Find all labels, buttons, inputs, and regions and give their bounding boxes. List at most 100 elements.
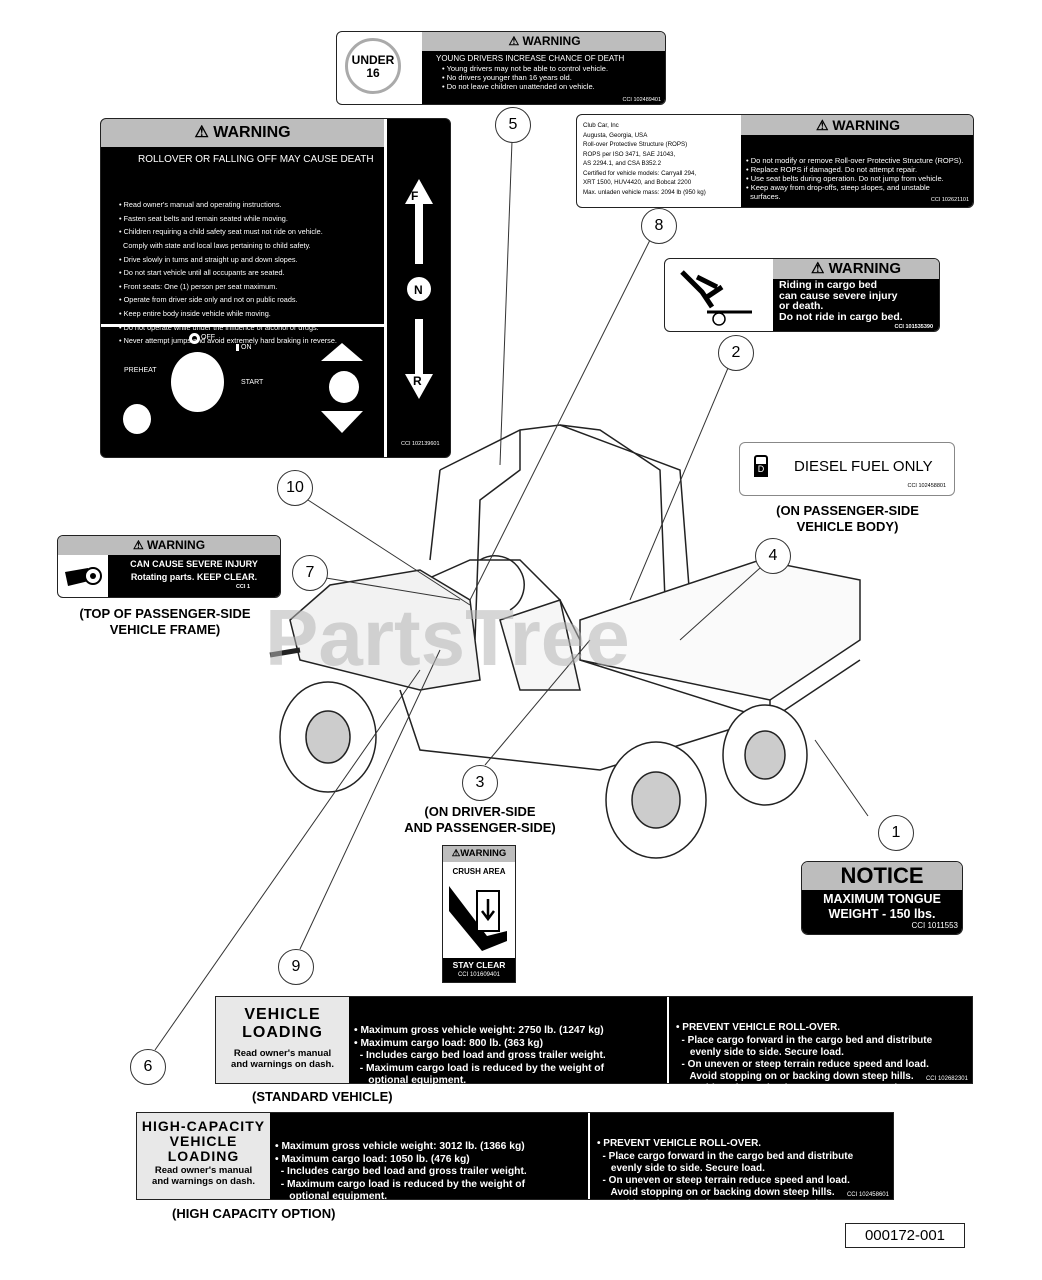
callout-2[interactable]: 2: [718, 335, 754, 371]
callout-4[interactable]: 4: [755, 538, 791, 574]
item: surfaces.: [746, 192, 781, 201]
title-line: HIGH-CAPACITY: [141, 1118, 266, 1134]
title-line: LOADING: [167, 1148, 240, 1164]
item: - Maximum cargo load is reduced by the w…: [275, 1178, 526, 1190]
notice-title: NOTICE: [802, 862, 962, 890]
preheat-button-hole: [123, 404, 151, 434]
info-line: Club Car, Inc: [583, 122, 619, 129]
callout-6[interactable]: 6: [130, 1049, 166, 1085]
part-code: CCI 102621101: [930, 197, 969, 203]
caption-line: VEHICLE BODY): [796, 519, 899, 534]
pump-letter: D: [756, 464, 766, 475]
info-line: ROPS per ISO 3471, SAE J1043,: [583, 150, 676, 158]
crush-title: CRUSH AREA: [452, 867, 506, 876]
item: • Maximum gross vehicle weight: 2750 lb.…: [354, 1025, 604, 1036]
key-switch-hole: [171, 352, 224, 412]
standard-specs: • Maximum gross vehicle weight: 2750 lb.…: [354, 1000, 646, 1125]
line: or death.: [779, 300, 824, 312]
line: Do not ride in cargo bed.: [779, 310, 903, 323]
line: can cause severe injury: [779, 289, 898, 302]
warning-header: ⚠ WARNING: [101, 119, 384, 147]
item: - Avoid top heavy loads. See owner's man…: [676, 1083, 900, 1095]
warning-header: ⚠ WARNING: [773, 259, 939, 279]
item: - Includes cargo bed load and gross trai…: [275, 1166, 527, 1177]
item: - Place cargo forward in the cargo bed a…: [676, 1034, 933, 1046]
rollover-dash-decal: ⚠ WARNING ROLLOVER OR FALLING OFF MAY CA…: [100, 118, 451, 458]
off-label: OFF: [201, 334, 215, 341]
watermark: PartsTree: [265, 593, 630, 682]
item: • PREVENT VEHICLE ROLL-OVER.: [597, 1138, 762, 1150]
callout-3[interactable]: 3: [462, 765, 498, 801]
fuel-pump-icon: D: [754, 455, 768, 477]
item: • Maximum cargo load: 1050 lb. (476 kg): [275, 1153, 470, 1165]
highcap-caption: (HIGH CAPACITY OPTION): [172, 1206, 336, 1221]
title-line: VEHICLE: [244, 1006, 321, 1023]
item: evenly side to side. Secure load.: [597, 1162, 765, 1174]
warning-word: WARNING: [460, 848, 507, 859]
callout-8[interactable]: 8: [641, 208, 677, 244]
part-code: CCI 102489401: [622, 97, 661, 103]
item: • Do not modify or remove Roll-over Prot…: [746, 156, 964, 165]
callout-1[interactable]: 1: [878, 815, 914, 851]
warning-word: WARNING: [832, 117, 901, 133]
diesel-label: DIESEL FUEL ONLY: [794, 458, 933, 475]
crush-hand-icon: [449, 886, 507, 951]
item: Comply with state and local laws pertain…: [119, 240, 311, 250]
item: Avoid stopping on or backing down steep …: [597, 1187, 835, 1199]
caption-line: (ON PASSENGER-SIDE: [776, 503, 919, 518]
off-icon: [189, 333, 200, 344]
item: • Use seat belts during operation. Do no…: [746, 174, 944, 183]
callout-7[interactable]: 7: [292, 555, 328, 591]
caption-line: AND PASSENGER-SIDE): [404, 820, 556, 835]
title-line: VEHICLE: [169, 1133, 238, 1149]
item: • Operate from driver side only and not …: [119, 295, 298, 305]
part-code: CCI 102458801: [907, 483, 946, 489]
info-line: AS 2294.1, and CSA B352.2: [583, 160, 662, 167]
sub-line: and warnings on dash.: [231, 1059, 334, 1070]
info-line: XRT 1500, HUV4420, and Bobcat 2200: [583, 179, 692, 186]
item: • Replace ROPS if damaged. Do not attemp…: [746, 165, 918, 174]
line: Riding in cargo bed: [779, 279, 878, 291]
callout-10[interactable]: 10: [277, 470, 313, 506]
standard-caption: (STANDARD VEHICLE): [252, 1089, 393, 1104]
sub-line: Read owner's manual: [233, 1048, 332, 1059]
item: optional equipment.: [275, 1191, 388, 1202]
item: • Do not operate while under the influen…: [119, 322, 319, 332]
callout-9[interactable]: 9: [278, 949, 314, 985]
start-label: START: [241, 379, 264, 386]
item: • Keep away from drop-offs, steep slopes…: [746, 183, 930, 192]
warning-header: ⚠WARNING: [443, 846, 515, 862]
caption-line: (ON DRIVER-SIDE: [424, 804, 536, 819]
switch-hole: [329, 371, 359, 403]
up-down-icon: [321, 343, 363, 433]
warning-header: ⚠ WARNING: [741, 115, 973, 135]
line: MAXIMUM TONGUE: [823, 892, 941, 906]
part-code: CCI 102682301: [925, 1076, 968, 1082]
item: • Never attempt jumps and avoid extremel…: [119, 336, 337, 346]
title-line: LOADING: [242, 1024, 323, 1041]
headline: ROLLOVER OR FALLING OFF MAY CAUSE DEATH: [138, 154, 374, 165]
info-line: Augusta, Georgia, USA: [583, 131, 648, 139]
forward-label: F: [411, 189, 419, 203]
info-line: Certified for vehicle models: Carryall 2…: [583, 169, 697, 177]
hand-entanglement-icon: [65, 567, 102, 586]
item: - Maximum cargo load is reduced by the w…: [354, 1062, 605, 1074]
item: • Young drivers may not be able to contr…: [442, 64, 609, 73]
item: • Fasten seat belts and remain seated wh…: [119, 213, 288, 223]
item: Avoid stopping on or backing down steep …: [676, 1071, 914, 1083]
preheat-label: PREHEAT: [124, 367, 157, 374]
info-line: Max. unladen vehicle mass: 2094 lb (950 …: [583, 188, 706, 196]
callout-5[interactable]: 5: [495, 107, 531, 143]
line: Rotating parts. KEEP CLEAR.: [130, 572, 258, 582]
standard-rollover: • PREVENT VEHICLE ROLL-OVER. - Place car…: [676, 998, 932, 1120]
item: • Maximum gross vehicle weight: 3012 lb.…: [275, 1141, 525, 1152]
